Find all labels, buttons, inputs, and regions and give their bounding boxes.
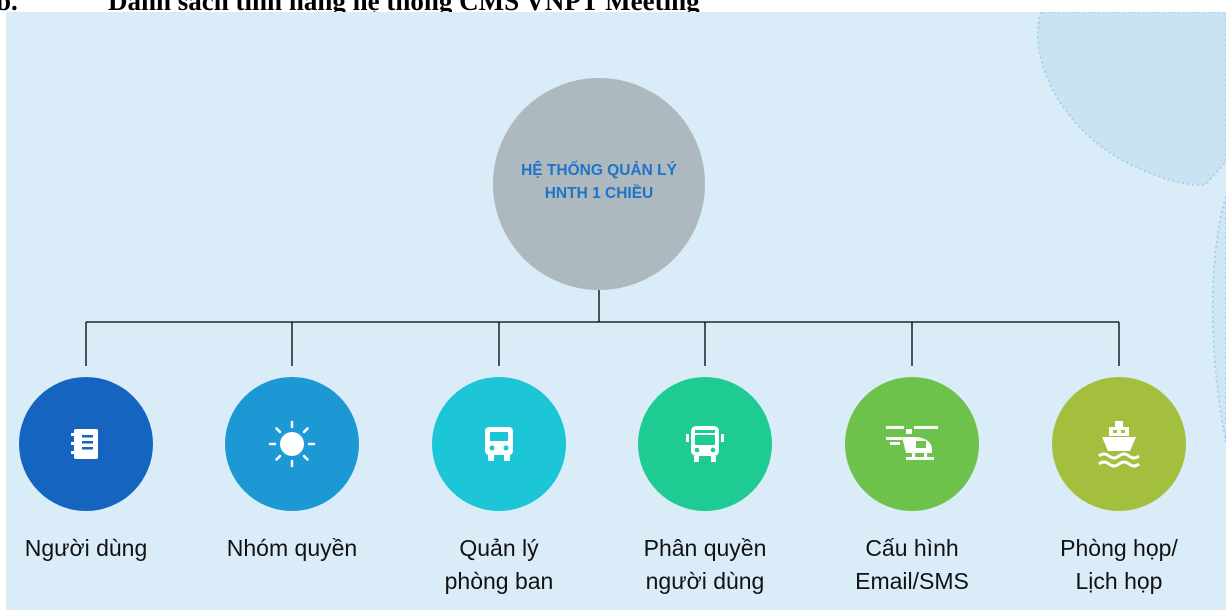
node-label-quan-ly-phong-ban: Quản lý phòng ban	[444, 535, 554, 594]
section-number: b.	[0, 0, 18, 12]
section-title: Danh sách tính năng hệ thống CMS VNPT Me…	[108, 0, 700, 12]
truck-icon	[482, 425, 516, 463]
decorative-shapes	[1036, 12, 1226, 443]
root-node-label: HỆ THỐNG QUẢN LÝ HNTH 1 CHIỀU	[521, 162, 677, 202]
node-phong-hop-lich-hop	[1052, 377, 1186, 511]
node-label-nhom-quyen: Nhóm quyền	[226, 535, 358, 561]
node-nguoi-dung	[19, 377, 153, 511]
section-heading: b. Danh sách tính năng hệ thống CMS VNPT…	[0, 0, 1226, 12]
node-label-cau-hinh-email-sms: Cấu hình Email/SMS	[855, 535, 969, 594]
node-label-nguoi-dung: Người dùng	[24, 535, 148, 561]
node-cau-hinh-email-sms	[845, 377, 979, 511]
ship-icon	[1096, 419, 1142, 469]
sun-icon	[268, 420, 316, 468]
node-label-phan-quyen-nguoi-dung: Phân quyền người dùng	[643, 535, 767, 594]
node-nhom-quyen	[225, 377, 359, 511]
root-node: HỆ THỐNG QUẢN LÝ HNTH 1 CHIỀU	[493, 78, 705, 290]
node-quan-ly-phong-ban	[432, 377, 566, 511]
diagram-panel: HỆ THỐNG QUẢN LÝ HNTH 1 CHIỀU Người dùng	[6, 12, 1226, 610]
node-label-phong-hop-lich-hop: Phòng họp/ Lịch họp	[1060, 535, 1178, 594]
node-phan-quyen-nguoi-dung	[638, 377, 772, 511]
tree-connectors	[85, 280, 1120, 366]
notebook-icon	[71, 427, 101, 461]
bus-icon	[685, 424, 725, 464]
helicopter-icon	[884, 423, 940, 465]
